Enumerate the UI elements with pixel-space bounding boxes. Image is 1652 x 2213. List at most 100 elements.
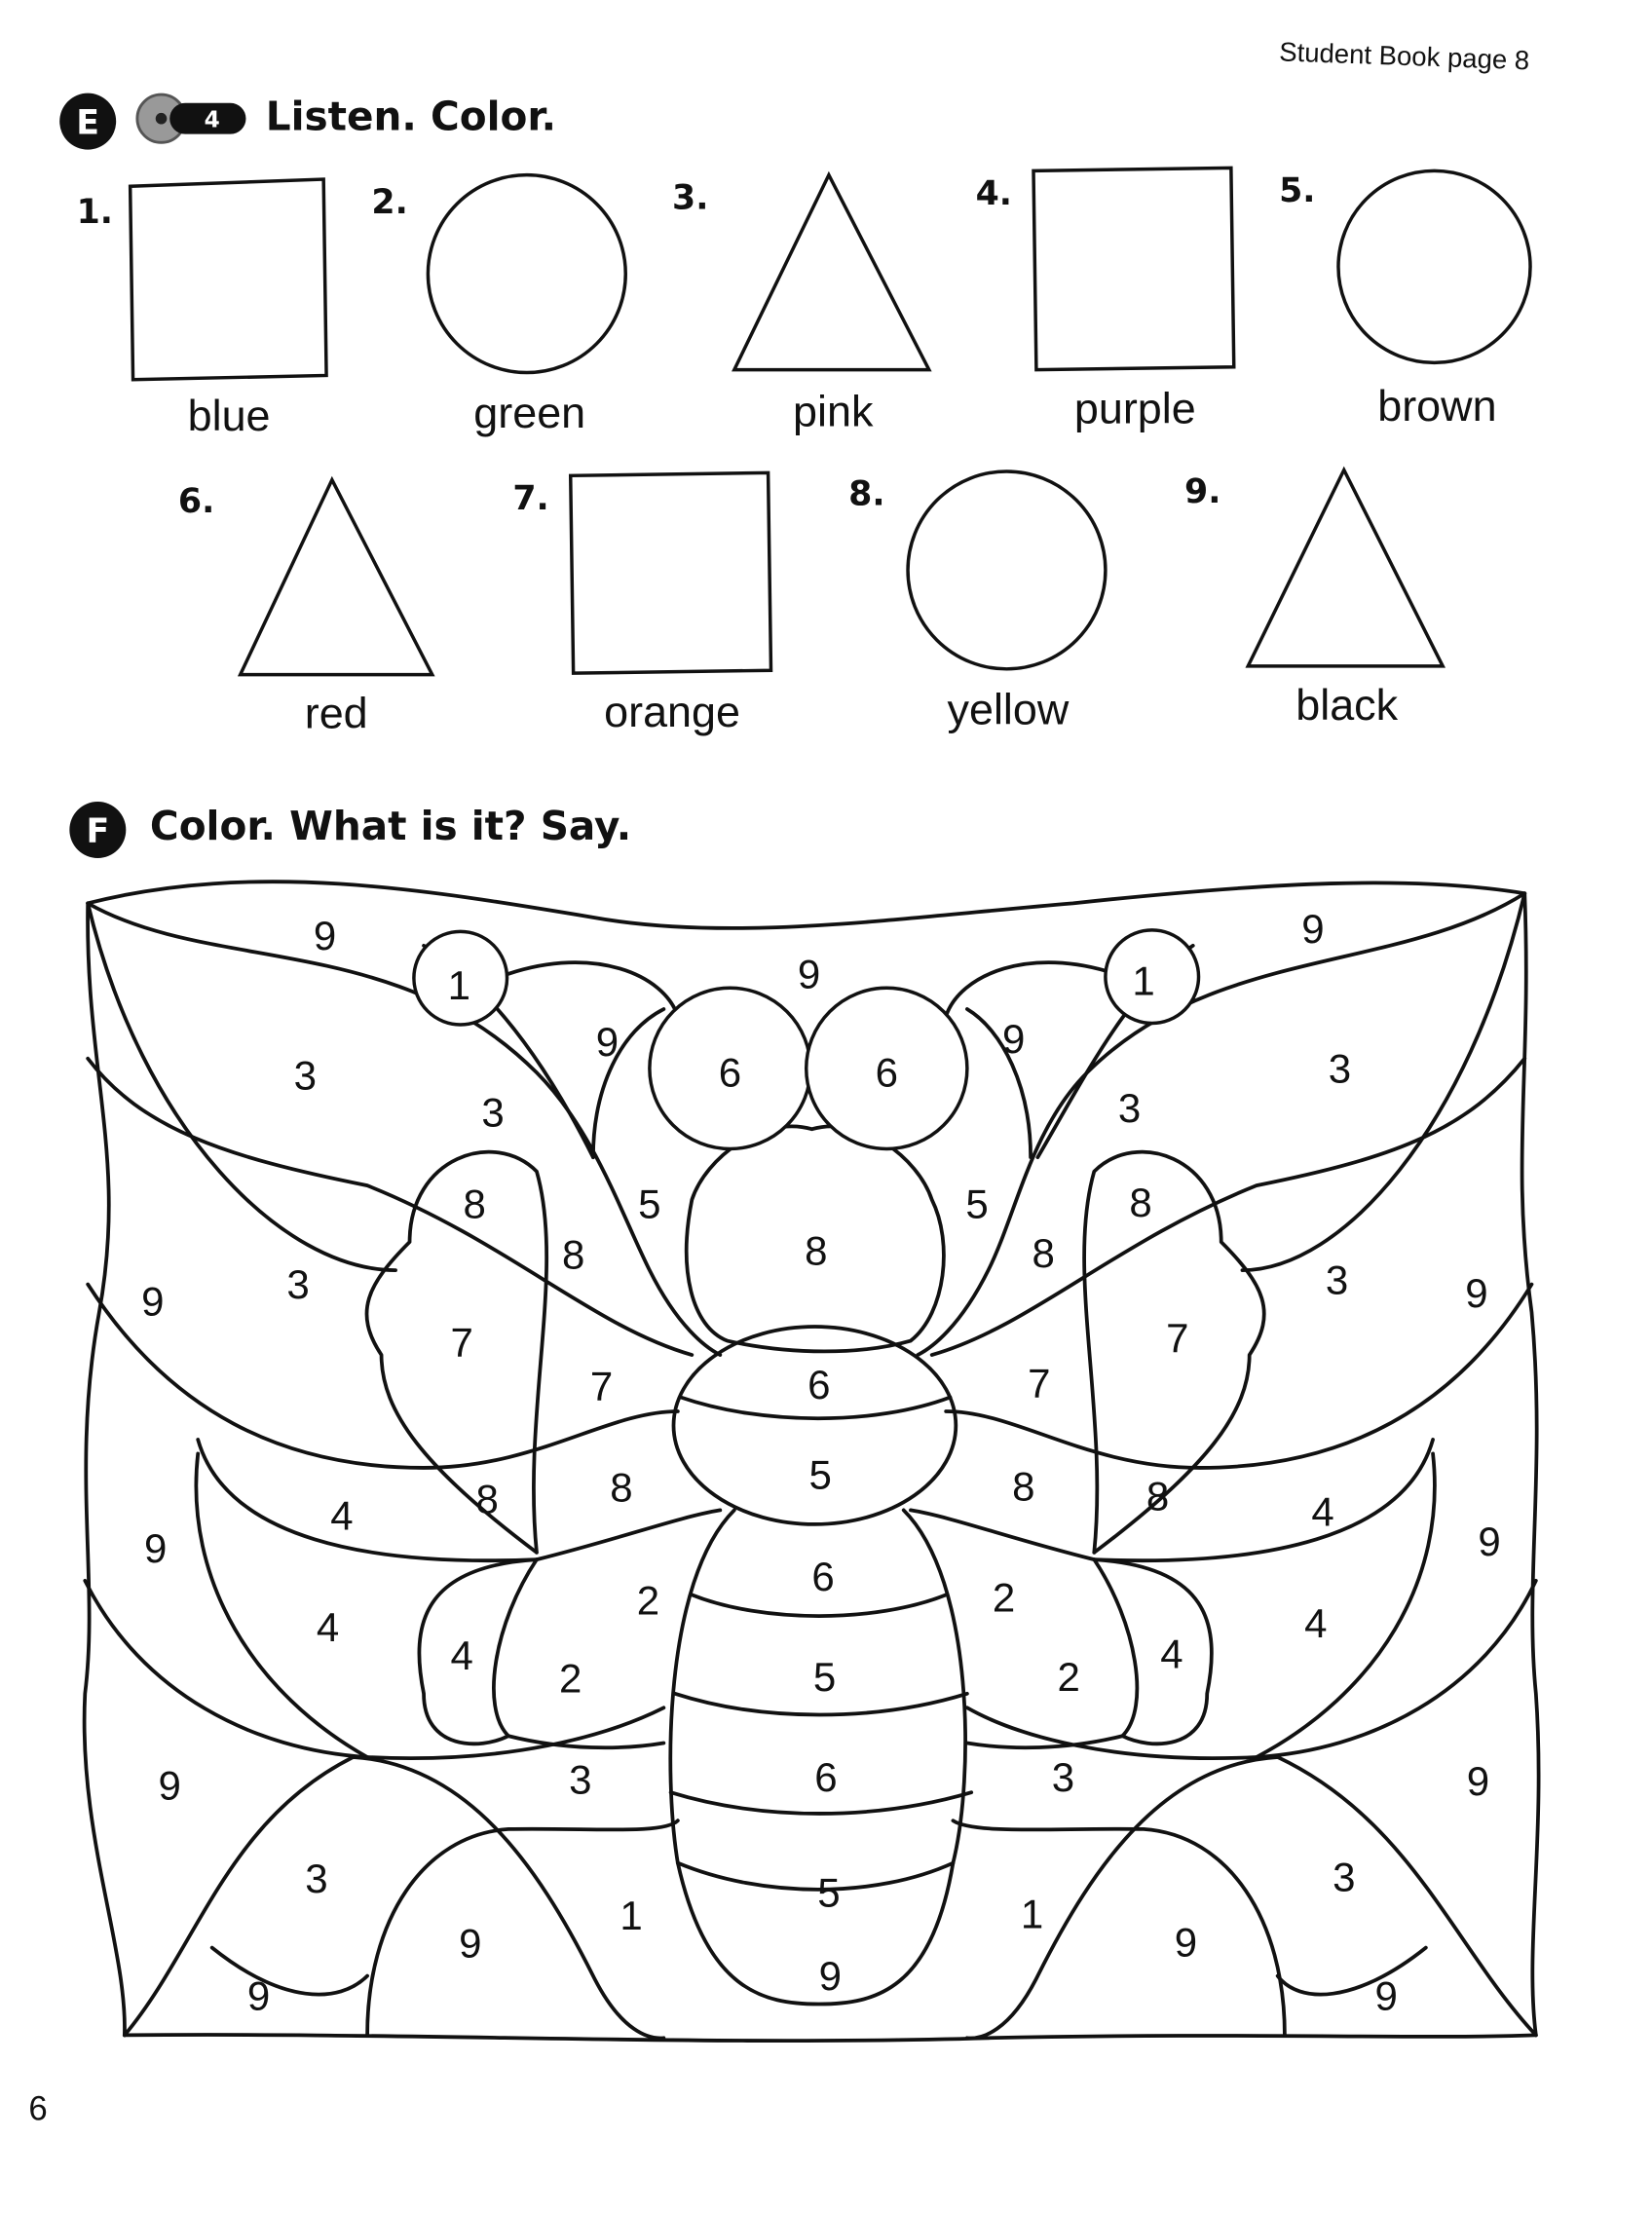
color-word: pink [793,387,874,436]
page-number: 6 [28,2090,47,2127]
shape-item-1: 1. blue [77,177,328,440]
shape-item-5: 5. brown [1279,169,1532,431]
region-number: 9 [314,913,336,958]
region-number: 9 [596,1019,619,1065]
section-e-heading: E 4 Listen. Color. [59,93,556,150]
region-number: 9 [1467,1758,1489,1804]
region-number: 4 [317,1604,339,1650]
region-number: 3 [569,1757,591,1803]
region-number: 7 [1166,1315,1188,1361]
circle-shape[interactable] [1336,169,1532,365]
region-number: 8 [805,1227,827,1273]
region-number: 1 [1021,1891,1043,1936]
region-number: 3 [1333,1855,1355,1900]
region-number: 8 [1032,1230,1054,1276]
color-word: red [305,689,368,738]
item-number: 6. [178,482,214,521]
circle-shape[interactable] [426,172,627,375]
student-book-reference: Student Book page 8 [1279,36,1530,75]
region-number: 1 [448,962,470,1008]
triangle-shape[interactable] [1245,466,1446,668]
item-number: 4. [976,174,1012,213]
region-number: 8 [610,1465,632,1511]
color-word: purple [1074,384,1196,433]
region-number: 9 [1301,906,1324,952]
region-number: 6 [807,1362,830,1407]
region-number: 9 [1375,1972,1398,2018]
region-number: 5 [809,1452,832,1498]
section-f-instruction: Color. What is it? Say. [150,803,631,849]
shape-item-6: 6. red [178,475,435,738]
region-number: 6 [814,1754,837,1800]
region-number: 2 [1058,1654,1080,1700]
region-number: 9 [819,1953,842,1999]
shape-item-9: 9. black [1184,466,1446,730]
region-number: 2 [637,1578,659,1624]
region-number: 6 [876,1050,898,1096]
triangle-shape[interactable] [237,475,435,677]
region-number: 2 [993,1575,1015,1621]
region-number: 9 [141,1278,164,1324]
square-shape[interactable] [568,470,773,675]
region-number: 8 [1129,1180,1151,1225]
region-number: 9 [798,951,820,996]
color-word: green [473,388,585,437]
region-number: 3 [305,1856,327,1901]
region-number: 9 [159,1762,181,1808]
item-number: 3. [672,178,708,217]
region-number: 1 [1132,958,1154,1004]
item-number: 2. [371,183,407,222]
region-number: 3 [1118,1085,1141,1131]
region-number: 3 [481,1089,504,1135]
track-number: 4 [205,106,220,132]
region-number: 3 [286,1261,309,1307]
square-shape[interactable] [128,177,328,382]
shape-item-7: 7. orange [512,470,773,736]
region-number: 3 [1329,1045,1351,1091]
region-number: 9 [247,1972,270,2018]
section-f-heading: F Color. What is it? Say. [69,802,631,858]
region-number: 7 [590,1363,613,1408]
region-number: 8 [1012,1463,1034,1509]
item-number: 1. [77,193,113,232]
section-e-letter: E [76,104,99,143]
region-number: 7 [1028,1360,1050,1406]
section-e-instruction: Listen. Color. [266,93,556,139]
region-number: 3 [1052,1754,1074,1800]
region-number: 4 [1311,1488,1333,1534]
color-word: black [1295,680,1398,730]
item-number: 9. [1184,472,1220,511]
region-number: 6 [811,1554,834,1599]
square-shape[interactable] [1032,166,1236,372]
region-number: 9 [144,1525,167,1571]
region-number: 5 [813,1654,836,1700]
region-number: 1 [620,1893,642,1938]
shape-item-4: 4. purple [976,166,1236,433]
region-number: 3 [294,1053,317,1099]
region-number: 8 [1146,1473,1169,1519]
section-e-badge [59,93,117,150]
shape-item-3: 3. pink [672,170,932,436]
circle-shape[interactable] [906,469,1108,671]
region-number: 4 [330,1493,353,1539]
region-number: 8 [464,1181,486,1226]
color-word: yellow [948,684,1070,733]
section-f-badge [69,802,127,858]
item-number: 5. [1279,171,1315,210]
region-number: 4 [1160,1632,1183,1677]
region-number: 6 [719,1050,741,1096]
region-number: 9 [1465,1270,1487,1316]
section-f-letter: F [86,812,109,851]
region-number: 5 [965,1181,988,1226]
region-number: 9 [1478,1519,1500,1564]
audio-cd-icon: 4 [135,93,246,144]
triangle-shape[interactable] [732,170,932,372]
region-number: 9 [1002,1016,1025,1062]
region-number: 5 [638,1181,660,1226]
region-number: 4 [450,1632,472,1678]
item-number: 8. [848,475,884,514]
region-number: 4 [1304,1600,1327,1646]
